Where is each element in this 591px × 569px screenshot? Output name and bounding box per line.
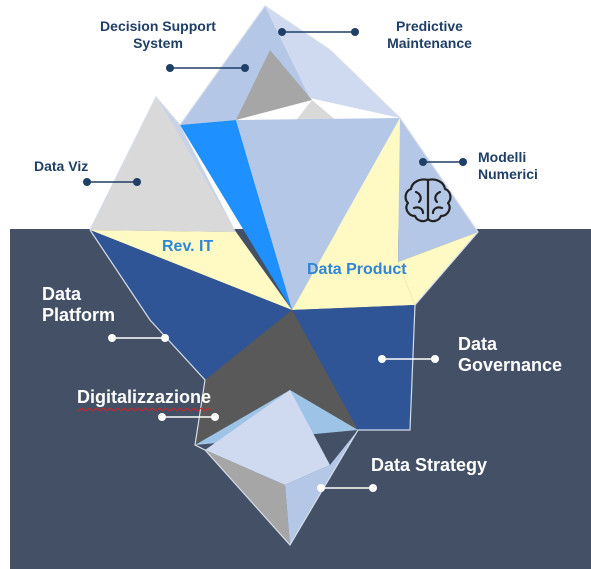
facet-data-viz bbox=[90, 97, 236, 232]
facet-center-large bbox=[236, 118, 400, 310]
connector-data-platform bbox=[108, 334, 169, 342]
facet-top-gray-shade bbox=[236, 50, 312, 120]
label-digitalizzazione: Digitalizzazione bbox=[77, 387, 212, 407]
label-modelli-numerici: Modelli Numerici bbox=[478, 149, 538, 182]
label-data-viz: Data Viz bbox=[34, 158, 89, 174]
label-data-strategy: Data Strategy bbox=[371, 455, 488, 475]
facet-bottom-pale bbox=[205, 390, 330, 485]
facet-data-product bbox=[292, 118, 415, 310]
connector-decision-support bbox=[166, 64, 249, 72]
label-predictive-maintenance: Predictive Maintenance bbox=[387, 18, 472, 51]
connector-modelli-numerici bbox=[419, 158, 467, 166]
facet-bright-blue bbox=[180, 120, 292, 310]
label-rev-it: Rev. IT bbox=[162, 238, 214, 255]
facet-right-pale bbox=[398, 232, 478, 305]
facet-data-governance bbox=[292, 305, 415, 430]
connector-data-governance bbox=[378, 355, 439, 363]
connector-predictive-maintenance bbox=[278, 28, 359, 36]
iceberg-outline bbox=[89, 5, 479, 547]
facet-modelli-numerici bbox=[398, 118, 478, 262]
label-data-product: Data Product bbox=[307, 261, 407, 278]
connector-data-viz bbox=[83, 178, 141, 186]
connector-data-strategy bbox=[317, 484, 377, 492]
facet-left-edge bbox=[156, 97, 236, 232]
label-data-governance: Data Governance bbox=[458, 334, 563, 376]
facet-data-platform bbox=[90, 230, 292, 380]
label-decision-support-system: Decision Support System bbox=[100, 18, 216, 51]
facet-top-right bbox=[265, 6, 400, 118]
brain-icon bbox=[404, 178, 452, 223]
connector-digitalizzazione bbox=[158, 413, 219, 421]
label-data-platform: Data Platform bbox=[42, 284, 116, 326]
